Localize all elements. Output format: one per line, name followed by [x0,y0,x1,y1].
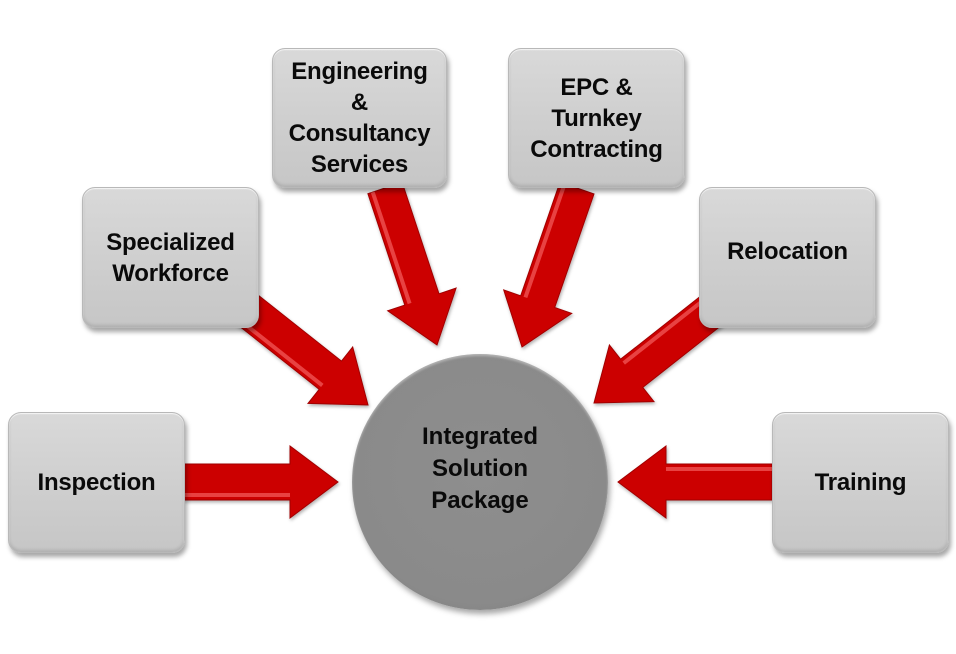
spoke-label-training: Training [814,469,907,496]
arrow-epc-highlight [523,183,567,299]
spoke-box-training: Training [772,412,949,553]
spoke-label-specialized-workforce: Specialized Workforce [106,228,235,287]
spoke-box-relocation: Relocation [699,187,876,328]
spoke-label-engineering: Engineering & Consultancy Services [288,58,431,178]
arrow-inspection-to-hub [183,445,339,519]
hub-label: Integrated Solution Package [421,423,538,514]
arrow-engineering-highlight [370,191,412,305]
spoke-box-epc: EPC & Turnkey Contracting [508,48,685,188]
arrow-epc-to-hub [502,181,595,348]
spoke-box-specialized-workforce: Specialized Workforce [82,187,259,328]
hub-circle: Integrated Solution Package [352,354,608,610]
spoke-box-inspection: Inspection [8,412,185,553]
spoke-label-epc: EPC & Turnkey Contracting [530,73,663,163]
arrow-engineering-to-hub [367,181,457,346]
spoke-box-engineering: Engineering & Consultancy Services [272,48,447,188]
arrow-specialized-workforce-highlight [238,318,324,387]
spoke-label-inspection: Inspection [37,469,156,496]
arrow-training-to-hub [617,445,773,519]
arrow-specialized-workforce-to-hub [236,295,369,406]
spoke-label-relocation: Relocation [727,238,848,265]
arrow-relocation-to-hub [593,295,724,404]
arrow-relocation-highlight [622,298,706,365]
